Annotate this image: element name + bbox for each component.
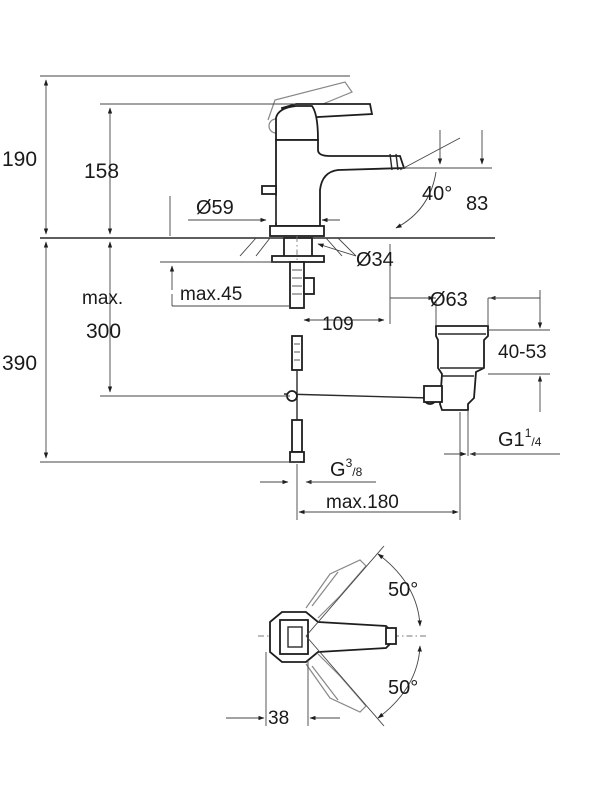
faucet-top-view bbox=[226, 545, 428, 727]
label-40-degrees: 40° bbox=[422, 183, 452, 205]
label-max-45: max.45 bbox=[180, 284, 242, 305]
label-190: 190 bbox=[2, 148, 37, 171]
label-g-1-1-4-base: G1 bbox=[498, 429, 525, 451]
label-diameter-63: Ø63 bbox=[430, 289, 468, 311]
label-max-300-line2: 300 bbox=[86, 320, 121, 343]
label-390: 390 bbox=[2, 352, 37, 375]
dimension-labels: 190 158 Ø59 Ø34 40° 83 max.45 max. 300 3… bbox=[2, 148, 547, 729]
label-50-degrees-bottom: 50° bbox=[388, 677, 418, 699]
pop-up-rod bbox=[283, 390, 437, 405]
label-38: 38 bbox=[268, 708, 289, 729]
label-g-1-1-4-sup: 1 bbox=[525, 426, 532, 440]
label-g-3-8-base: G bbox=[330, 459, 346, 481]
label-158: 158 bbox=[84, 160, 119, 183]
label-109: 109 bbox=[322, 314, 354, 335]
label-g-3-8-sub: /8 bbox=[352, 465, 362, 479]
label-g-3-8-sup: 3 bbox=[346, 456, 353, 470]
label-g-1-1-4: G11/4 bbox=[498, 426, 542, 451]
label-max-180: max.180 bbox=[326, 492, 399, 513]
faucet-side-view bbox=[261, 81, 406, 237]
label-83: 83 bbox=[466, 193, 488, 215]
label-50-degrees-top: 50° bbox=[388, 579, 418, 601]
waste-drain bbox=[423, 325, 489, 411]
label-40-53: 40-53 bbox=[498, 342, 547, 363]
label-g-3-8: G3/8 bbox=[330, 456, 363, 481]
counter-top bbox=[40, 237, 495, 309]
label-diameter-34: Ø34 bbox=[356, 249, 394, 271]
dimension-lines bbox=[40, 75, 560, 520]
label-diameter-59: Ø59 bbox=[196, 197, 234, 219]
label-max-300-line1: max. bbox=[82, 288, 123, 309]
label-g-1-1-4-sub: /4 bbox=[531, 435, 541, 449]
